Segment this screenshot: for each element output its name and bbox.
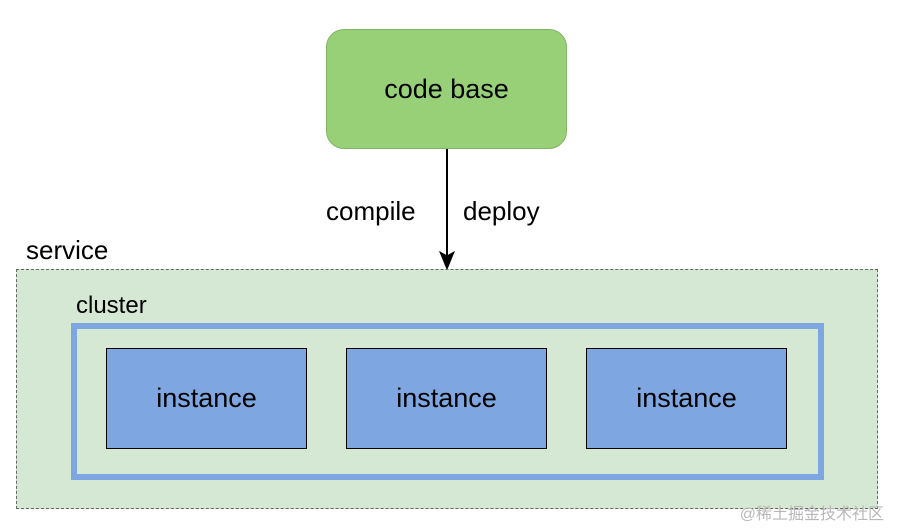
instance-label: instance	[396, 383, 497, 413]
compile-label: compile	[326, 196, 416, 226]
code-base-node: code base	[326, 29, 567, 149]
instance-node-2: instance	[346, 348, 547, 449]
instance-label: instance	[636, 383, 737, 413]
cluster-container	[71, 323, 824, 480]
code-base-label: code base	[384, 73, 509, 104]
instance-node-1: instance	[106, 348, 307, 449]
deploy-label: deploy	[463, 196, 540, 226]
cluster-label: cluster	[76, 292, 147, 319]
watermark: @稀土掘金技术社区	[739, 506, 884, 523]
instance-node-3: instance	[586, 348, 787, 449]
instance-label: instance	[156, 383, 257, 413]
arrow-head	[438, 250, 456, 271]
deploy-arrow	[438, 149, 456, 271]
service-label: service	[26, 235, 109, 265]
